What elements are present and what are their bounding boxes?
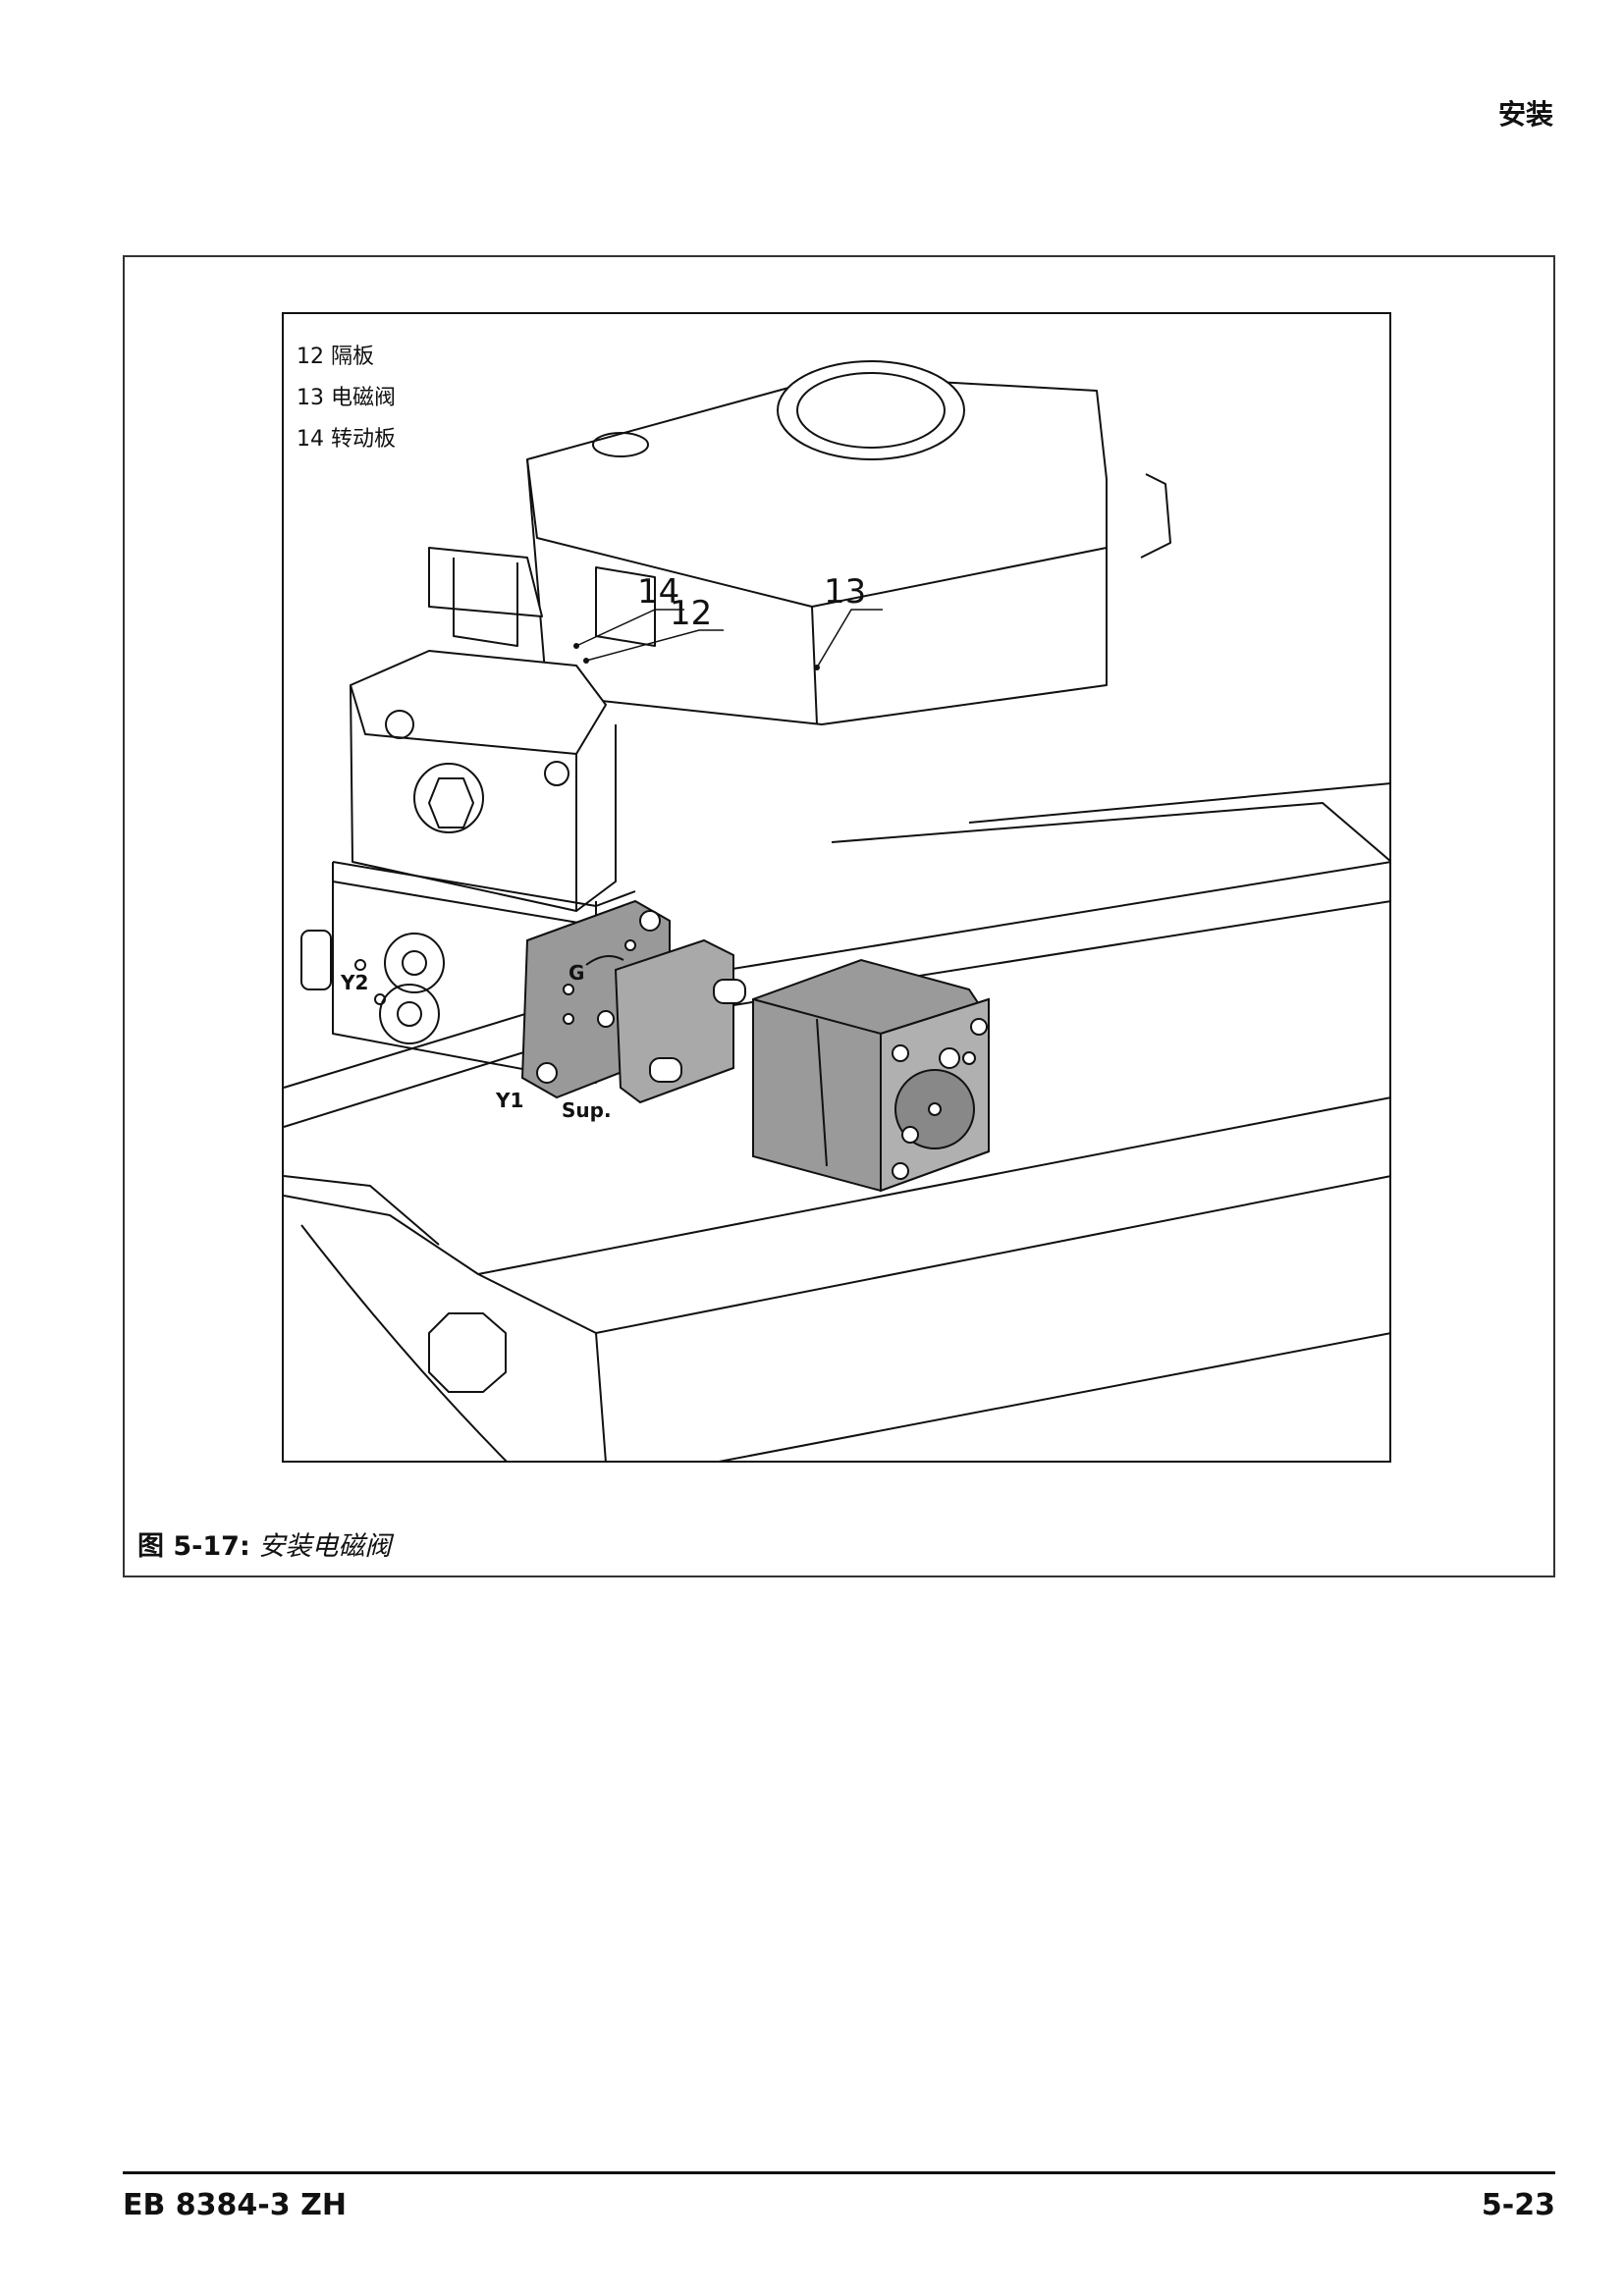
legend-label: 电磁阀 xyxy=(331,386,397,410)
figure-frame xyxy=(123,255,1555,1577)
page-number: 5-23 xyxy=(1481,2188,1555,2222)
legend-item: 14 转动板 xyxy=(297,419,396,460)
figure-caption-number: 图 5-17: xyxy=(137,1531,250,1562)
legend-label: 转动板 xyxy=(331,427,397,452)
figure-caption: 图 5-17: 安装电磁阀 xyxy=(137,1524,391,1563)
legend-number: 14 xyxy=(297,427,324,452)
footer-divider xyxy=(123,2171,1555,2174)
legend-number: 12 xyxy=(297,345,324,369)
section-title: 安装 xyxy=(1497,98,1553,131)
technical-drawing: 14 12 13 Y2 G Y1 Sup. xyxy=(282,312,1391,1463)
legend-label: 隔板 xyxy=(331,345,375,369)
callout-14: 14 xyxy=(637,572,679,612)
legend-item: 12 隔板 xyxy=(297,337,396,378)
port-label-sup: Sup. xyxy=(562,1098,612,1122)
port-label-y1: Y1 xyxy=(495,1089,523,1112)
callout-12: 12 xyxy=(670,594,712,633)
legend-number: 13 xyxy=(297,386,324,410)
figure-caption-text: 安装电磁阀 xyxy=(258,1531,392,1562)
document-id: EB 8384-3 ZH xyxy=(123,2188,347,2222)
legend-item: 13 电磁阀 xyxy=(297,378,396,419)
callout-13: 13 xyxy=(824,572,866,612)
port-label-g: G xyxy=(568,961,584,985)
figure-legend: 12 隔板 13 电磁阀 14 转动板 xyxy=(297,337,396,460)
port-label-y2: Y2 xyxy=(340,971,368,994)
